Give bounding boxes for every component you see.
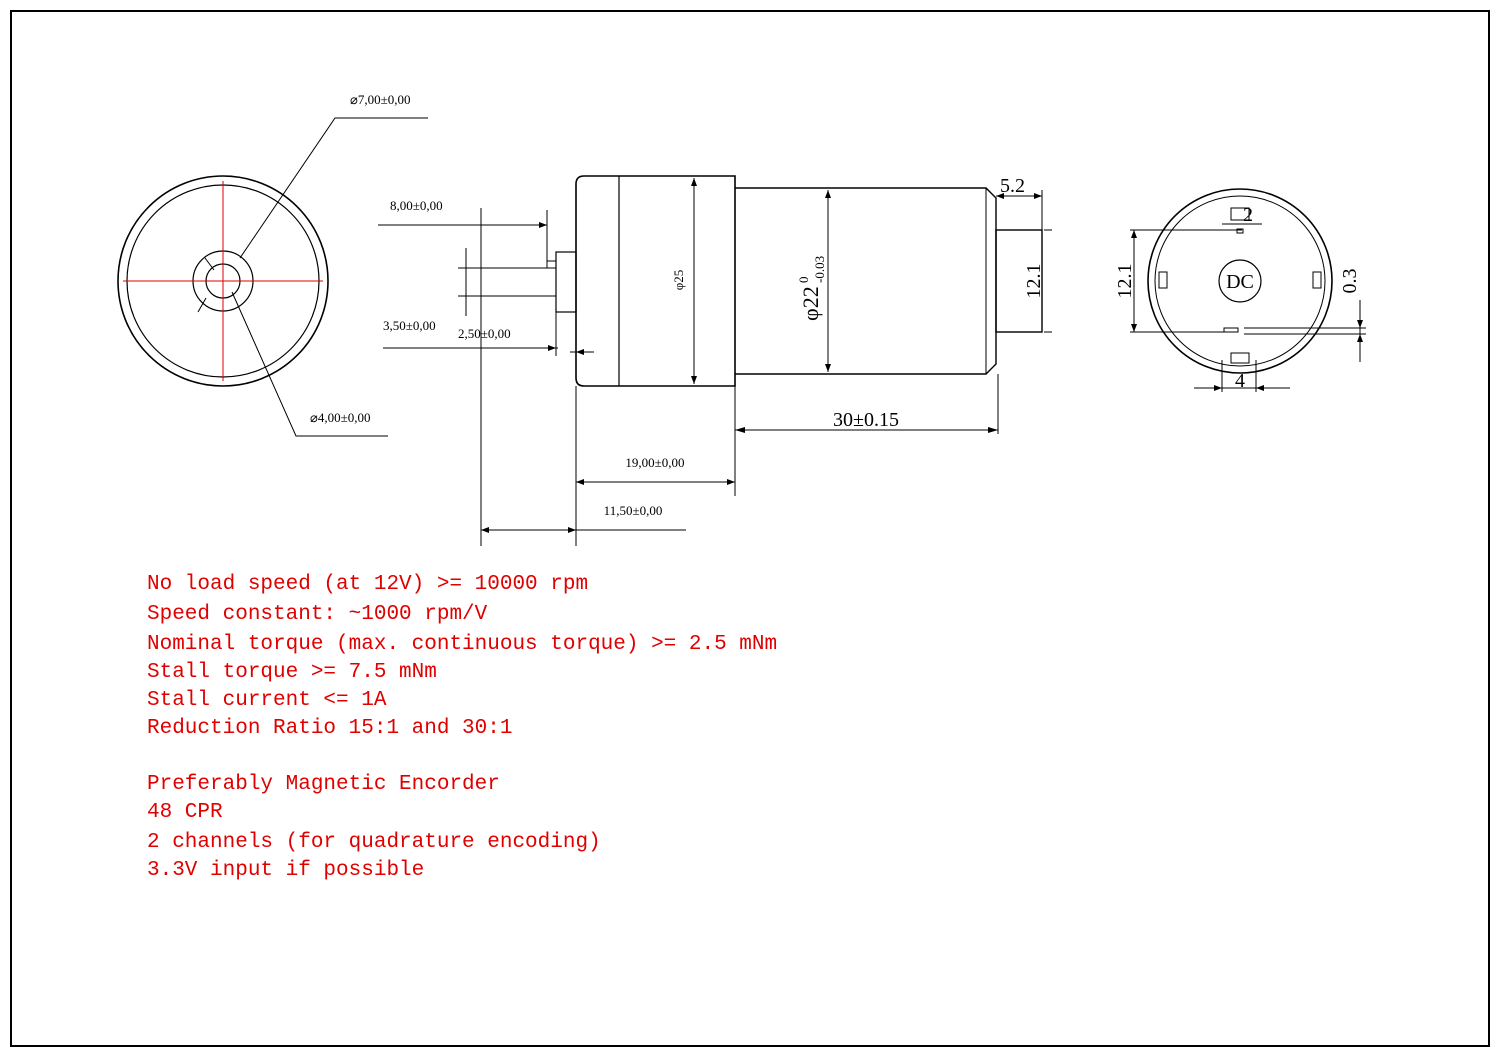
sheet-border — [10, 10, 1490, 1047]
spec-line: Speed constant: ~1000 rpm/V — [147, 603, 488, 626]
encoder-line: 48 CPR — [147, 801, 223, 824]
front-outer-circle — [117, 175, 329, 387]
arrow — [1256, 385, 1264, 391]
label-step-a: 3,50±0,00 — [383, 318, 436, 333]
arrow — [691, 376, 697, 384]
spec-line: Reduction Ratio 15:1 and 30:1 — [147, 717, 512, 740]
label-boss-dia: 12.1 — [1023, 264, 1045, 299]
label-end-height: 12.1 — [1114, 264, 1136, 299]
side-view: φ25 φ22 0 -0.03 12.1 5.2 — [378, 175, 1052, 546]
label-terminal-width: 2 — [1243, 204, 1253, 226]
shaft-step — [555, 251, 577, 313]
gearbox-body — [575, 175, 736, 387]
leader-outer-dia-tail — [197, 297, 207, 313]
arrow — [1034, 193, 1042, 199]
motor-can — [735, 187, 997, 375]
label-motor-dia-upper: 0 — [796, 277, 811, 284]
tab-top — [1236, 228, 1244, 234]
spec-line: No load speed (at 12V) >= 10000 rpm — [147, 573, 588, 596]
spec-line: Nominal torque (max. continuous torque) … — [147, 633, 777, 656]
front-view: ⌀7,00±0,00 ⌀4,00±0,00 — [117, 92, 428, 437]
leader-inner-dia-tail — [204, 257, 215, 271]
label-boss-len: 5.2 — [1000, 175, 1025, 197]
arrow — [1357, 334, 1363, 342]
spec-notes: No load speed (at 12V) >= 10000 rpm Spee… — [147, 573, 777, 882]
arrow — [481, 527, 489, 533]
encoder-line: Preferably Magnetic Encorder — [147, 773, 500, 796]
label-gap: 0.3 — [1339, 269, 1361, 294]
arrow — [825, 364, 831, 372]
label-outer-dia: ⌀7,00±0,00 — [350, 92, 410, 107]
label-gearbox-length: 19,00±0,00 — [625, 455, 684, 470]
spec-line: Stall current <= 1A — [147, 689, 387, 712]
dc-label-circle — [1218, 259, 1262, 303]
arrow — [568, 527, 576, 533]
leader-outer-dia — [239, 117, 428, 259]
arrow — [727, 479, 735, 485]
rear-inner-circle — [1154, 195, 1326, 367]
arrow — [539, 222, 547, 228]
slot-right — [1312, 271, 1322, 289]
tab-bottom — [1223, 327, 1239, 333]
arrow — [735, 427, 745, 433]
label-terminal-spacing: 4 — [1235, 370, 1245, 392]
arrow — [996, 193, 1004, 199]
arrow — [825, 190, 831, 198]
rear-outer-circle — [1147, 188, 1333, 374]
label-shaft-length: 8,00±0,00 — [390, 198, 443, 213]
arrow — [1131, 324, 1137, 332]
rear-view: DC 12.1 2 0.3 4 — [1114, 188, 1366, 392]
slot-left — [1158, 271, 1168, 289]
encoder-line: 3.3V input if possible — [147, 859, 424, 882]
leader-inner-dia — [231, 291, 388, 437]
arrow — [548, 345, 556, 351]
rear-boss — [995, 229, 1043, 333]
arrow — [1131, 230, 1137, 238]
arrow — [1214, 385, 1222, 391]
arrow — [988, 427, 998, 433]
label-motor-dia: φ22 — [798, 286, 823, 321]
terminal-top — [1230, 207, 1250, 221]
terminal-bottom — [1230, 352, 1250, 364]
label-inner-dia: ⌀4,00±0,00 — [310, 410, 370, 425]
label-dc: DC — [1226, 271, 1254, 293]
spec-line: Stall torque >= 7.5 mNm — [147, 661, 437, 684]
label-motor-length: 30±0.15 — [833, 409, 899, 431]
motor-dia-label: φ22 0 -0.03 — [796, 256, 827, 321]
arrow — [576, 479, 584, 485]
label-motor-dia-lower: -0.03 — [812, 256, 827, 283]
arrow — [576, 349, 584, 355]
encoder-line: 2 channels (for quadrature encoding) — [147, 831, 601, 854]
arrow — [691, 178, 697, 186]
arrow — [1357, 320, 1363, 328]
label-gearbox-dia: φ25 — [671, 270, 686, 291]
label-step-b: 2,50±0,00 — [458, 326, 511, 341]
label-shaft-offset: 11,50±0,00 — [604, 503, 663, 518]
